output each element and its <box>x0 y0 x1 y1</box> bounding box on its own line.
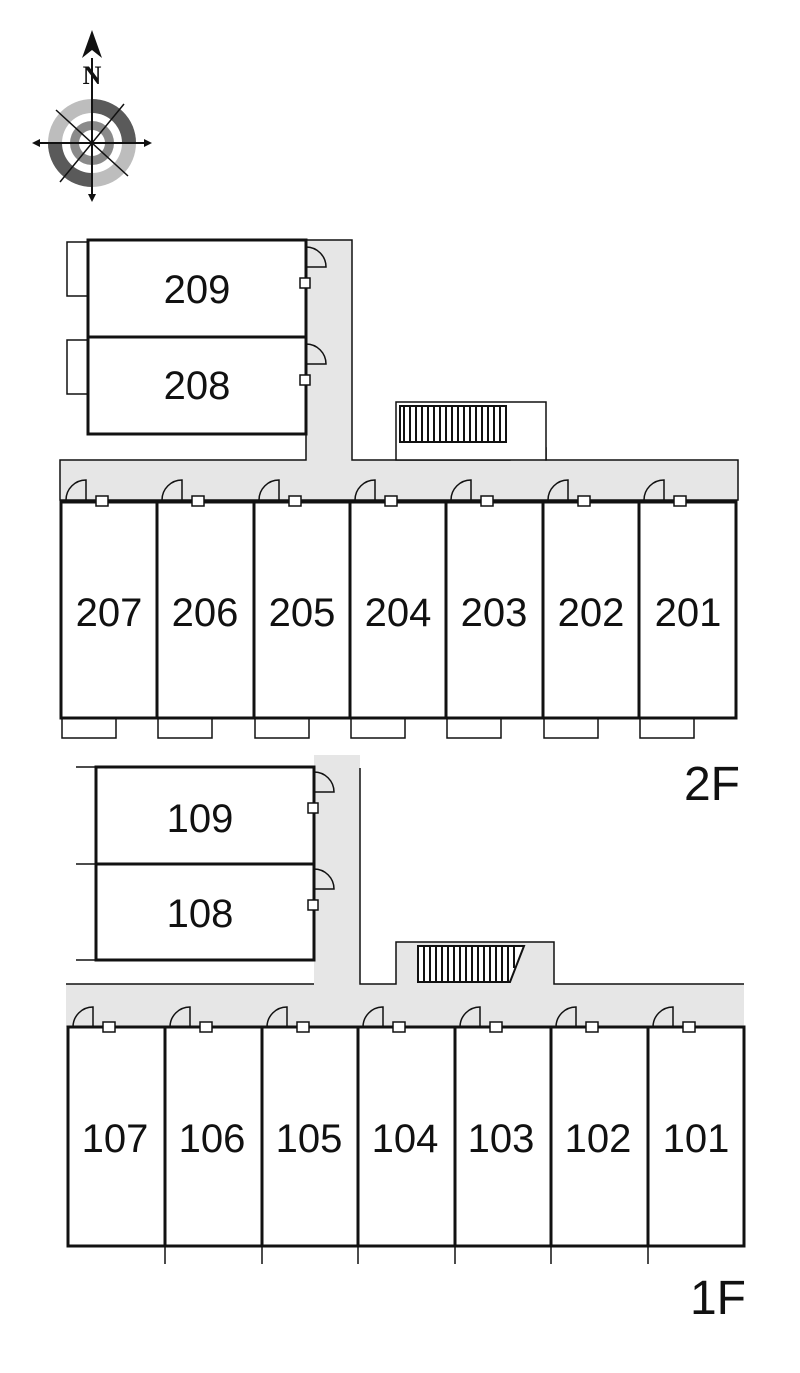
unit-201: 201 <box>637 479 738 739</box>
unit-206: 206 <box>155 479 256 739</box>
unit-107: 107 <box>66 1006 167 1248</box>
unit-label-102: 102 <box>565 1117 632 1161</box>
unit-label-206: 206 <box>172 591 239 635</box>
unit-101: 101 <box>646 1006 746 1248</box>
floor-label-1f: 1F <box>690 1272 746 1325</box>
unit-207: 207 <box>59 479 159 739</box>
unit-label-203: 203 <box>461 591 528 635</box>
unit-label-101: 101 <box>663 1117 730 1161</box>
unit-label-105: 105 <box>276 1117 343 1161</box>
unit-label-109: 109 <box>167 797 234 841</box>
north-label: N <box>83 61 102 90</box>
unit-108: 108 <box>76 862 335 962</box>
staircase-1f <box>417 945 526 983</box>
unit-label-205: 205 <box>269 591 336 635</box>
unit-208: 208 <box>66 335 327 436</box>
unit-label-201: 201 <box>655 591 722 635</box>
unit-label-204: 204 <box>365 591 432 635</box>
unit-label-108: 108 <box>167 892 234 936</box>
unit-label-209: 209 <box>164 268 231 312</box>
unit-106: 106 <box>163 1006 264 1248</box>
unit-202: 202 <box>541 479 641 739</box>
unit-label-104: 104 <box>372 1117 439 1161</box>
unit-203: 203 <box>444 479 545 739</box>
unit-104: 104 <box>356 1006 457 1248</box>
floor-1f-plan: 109 108 107 106 105 <box>66 755 746 1325</box>
unit-label-107: 107 <box>82 1117 149 1161</box>
compass-rose-icon: N <box>32 30 152 202</box>
unit-204: 204 <box>348 479 448 739</box>
unit-205: 205 <box>252 479 352 739</box>
unit-label-106: 106 <box>179 1117 246 1161</box>
floor-label-2f: 2F <box>684 758 740 811</box>
unit-209: 209 <box>66 238 327 339</box>
unit-105: 105 <box>260 1006 360 1248</box>
unit-label-208: 208 <box>164 364 231 408</box>
unit-label-103: 103 <box>468 1117 535 1161</box>
unit-109: 109 <box>76 765 335 866</box>
unit-102: 102 <box>549 1006 650 1248</box>
floor-2f-plan: 209 208 207 206 20 <box>59 238 740 811</box>
unit-label-202: 202 <box>558 591 625 635</box>
unit-103: 103 <box>453 1006 553 1248</box>
staircase-2f <box>395 401 547 461</box>
unit-label-207: 207 <box>76 591 143 635</box>
